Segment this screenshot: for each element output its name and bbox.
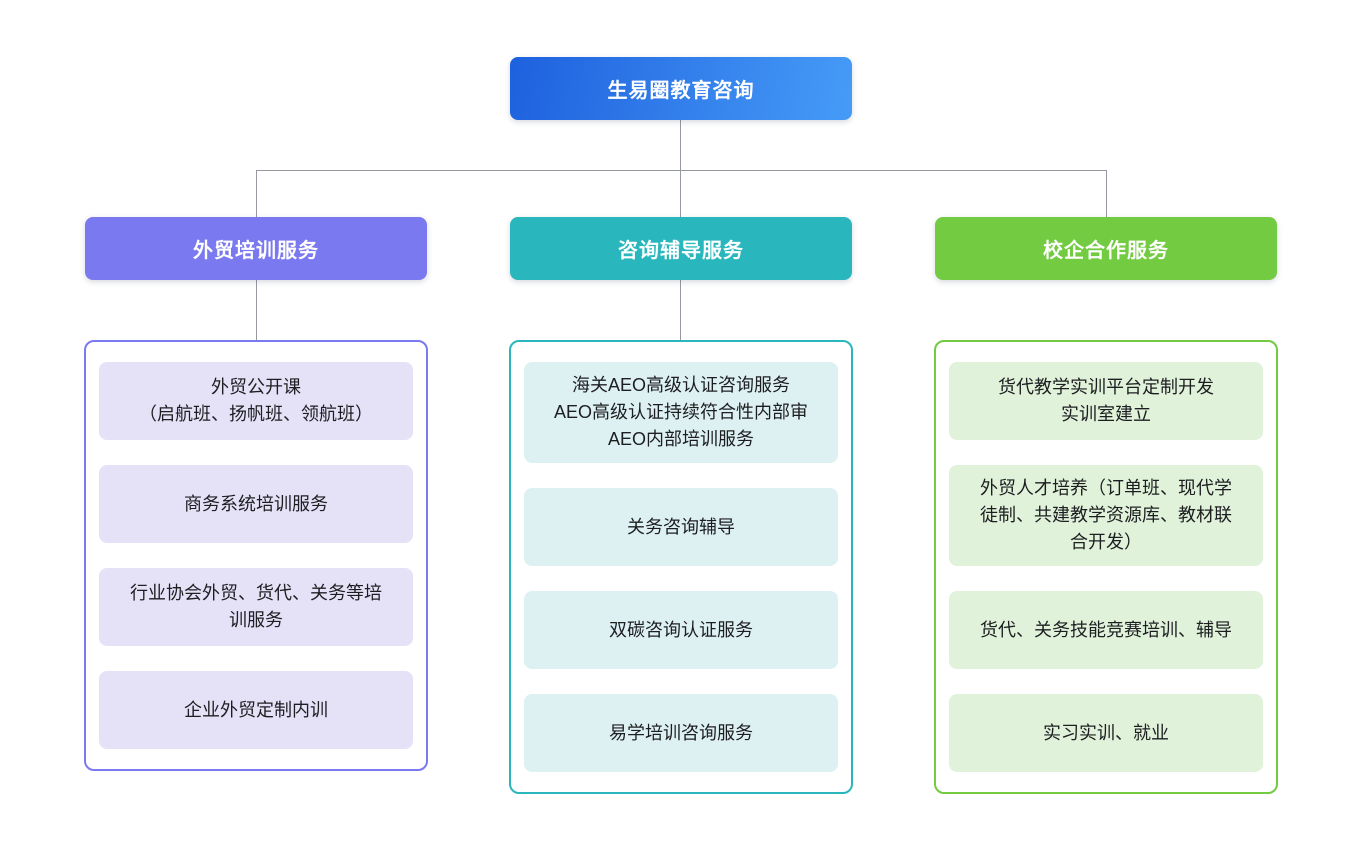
diagram-node: 行业协会外贸、货代、关务等培训服务 <box>99 568 413 646</box>
branch-header-foreign-trade-training: 外贸培训服务 <box>85 217 427 280</box>
diagram-node: 货代教学实训平台定制开发 实训室建立 <box>949 362 1263 440</box>
branch-container-foreign-trade-training: 外贸公开课 （启航班、扬帆班、领航班） 商务系统培训服务 行业协会外贸、货代、关… <box>84 340 428 771</box>
connector-line <box>680 280 681 340</box>
diagram-node: 双碳咨询认证服务 <box>524 591 838 669</box>
diagram-node: 外贸公开课 （启航班、扬帆班、领航班） <box>99 362 413 440</box>
connector-line <box>256 170 1106 171</box>
diagram-node: 货代、关务技能竞赛培训、辅导 <box>949 591 1263 669</box>
connector-line <box>256 280 257 340</box>
diagram-node: 商务系统培训服务 <box>99 465 413 543</box>
branch-header-label: 外贸培训服务 <box>193 240 319 262</box>
branch-header-school-enterprise: 校企合作服务 <box>935 217 1277 280</box>
root-node-label: 生易圈教育咨询 <box>607 80 755 102</box>
branch-header-label: 咨询辅导服务 <box>618 240 744 262</box>
diagram-node: 海关AEO高级认证咨询服务 AEO高级认证持续符合性内部审 AEO内部培训服务 <box>524 362 838 463</box>
branch-container-consulting-coaching: 海关AEO高级认证咨询服务 AEO高级认证持续符合性内部审 AEO内部培训服务 … <box>509 340 853 794</box>
diagram-node: 企业外贸定制内训 <box>99 671 413 749</box>
connector-line <box>680 120 681 217</box>
diagram-node: 实习实训、就业 <box>949 694 1263 772</box>
diagram-node: 关务咨询辅导 <box>524 488 838 566</box>
branch-container-school-enterprise: 货代教学实训平台定制开发 实训室建立 外贸人才培养（订单班、现代学徒制、共建教学… <box>934 340 1278 794</box>
connector-line <box>1106 170 1107 217</box>
diagram-node: 易学培训咨询服务 <box>524 694 838 772</box>
branch-header-consulting-coaching: 咨询辅导服务 <box>510 217 852 280</box>
branch-header-label: 校企合作服务 <box>1043 240 1169 262</box>
diagram-node: 外贸人才培养（订单班、现代学徒制、共建教学资源库、教材联合开发） <box>949 465 1263 566</box>
root-node: 生易圈教育咨询 <box>510 57 852 120</box>
connector-line <box>256 170 257 217</box>
